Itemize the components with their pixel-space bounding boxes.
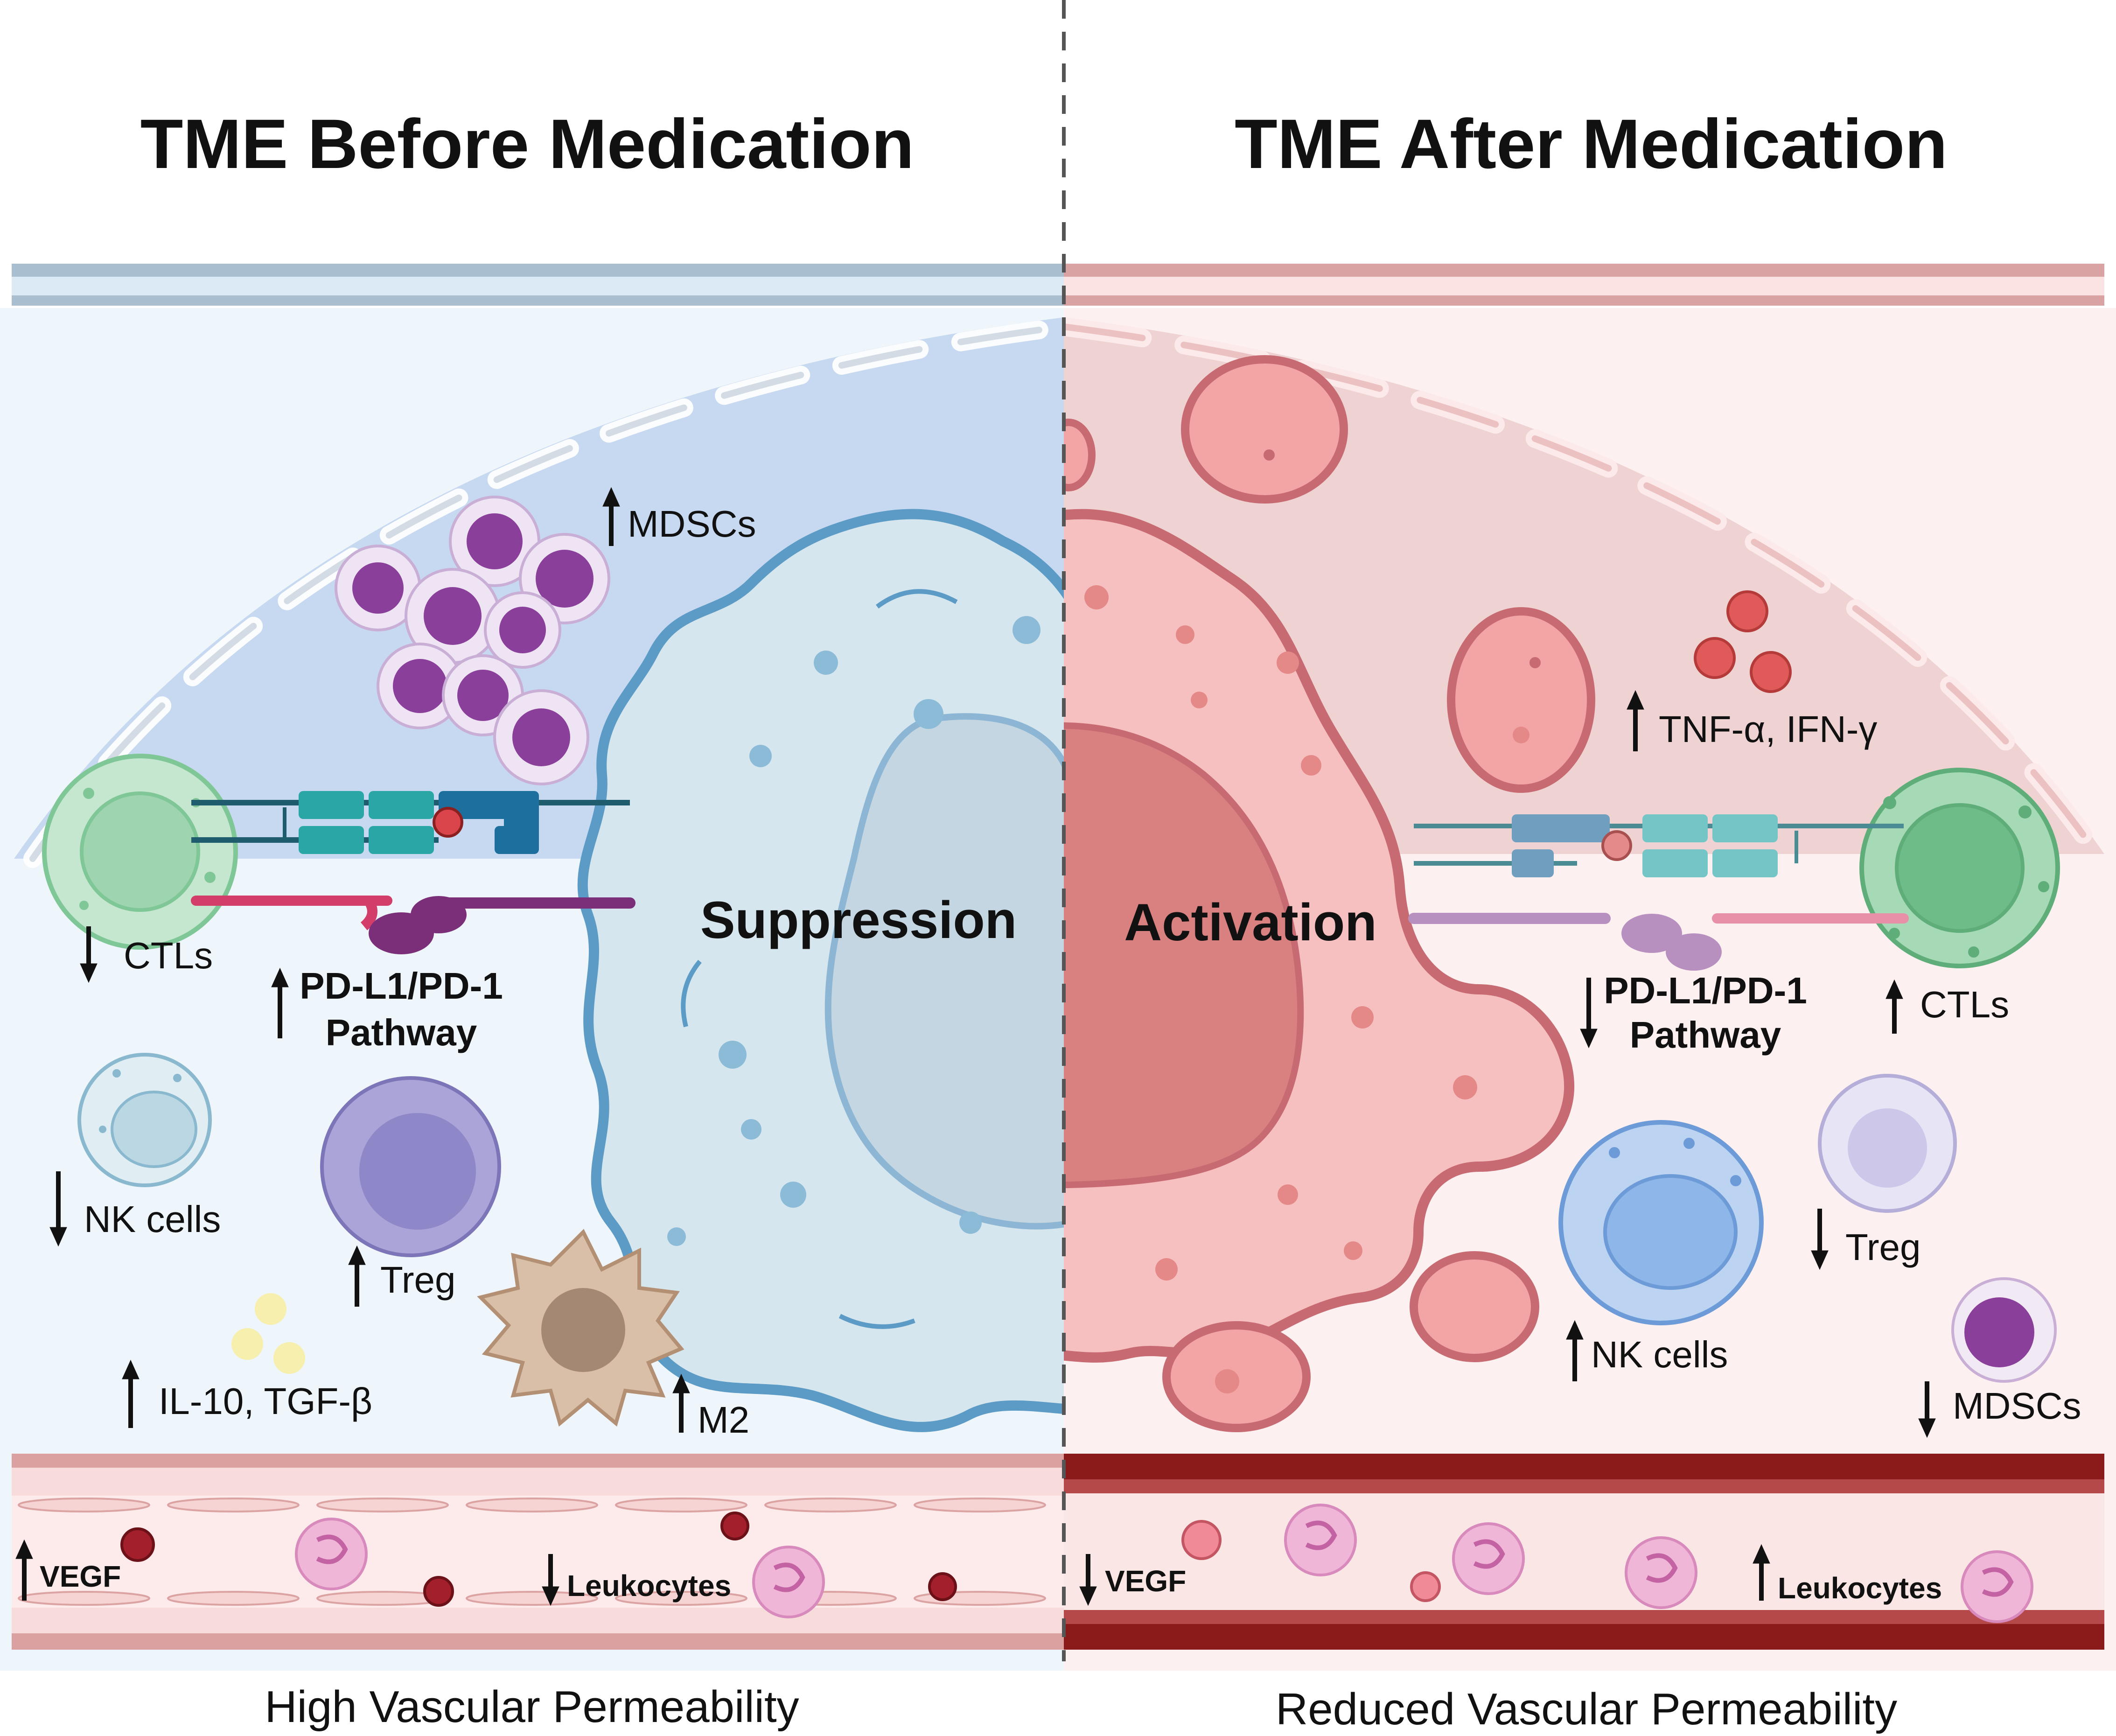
- m2-macrophage: [477, 1229, 684, 1427]
- label-mdscs-left: MDSCs: [628, 503, 756, 545]
- top-membrane: [12, 264, 2104, 306]
- label-treg-left: Treg: [380, 1259, 456, 1301]
- label-nk-left: NK cells: [84, 1198, 221, 1240]
- label-pathway-left-1: PD-L1/PD-1: [300, 965, 503, 1007]
- activation-label: Activation: [1124, 893, 1376, 952]
- inflammatory-cytokines: [1694, 590, 1792, 693]
- mdsc-cell-right: [1951, 1277, 2057, 1383]
- pd1-pdl1-right: [1408, 913, 1909, 971]
- pd1-pdl1-left: [191, 896, 635, 954]
- anti-inflammatory-cytokines: [231, 1293, 305, 1374]
- label-leukocytes-left: Leukocytes: [567, 1569, 731, 1603]
- nk-cell-right: [1558, 1120, 1764, 1325]
- label-vegf-left: VEGF: [40, 1560, 121, 1593]
- label-pathway-left-2: Pathway: [326, 1012, 477, 1053]
- treg-cell-right: [1818, 1074, 1957, 1213]
- title-before: TME Before Medication: [140, 105, 915, 183]
- label-ctls-left: CTLs: [124, 935, 213, 976]
- nk-cell-left: [77, 1053, 212, 1187]
- indicator-arrows: [15, 487, 1936, 1606]
- label-cytokines-left: IL-10, TGF-β: [159, 1380, 372, 1422]
- ctl-cell-left: [42, 754, 238, 950]
- receptor-complex-left: [191, 791, 630, 854]
- tumor-cell-suppressed: [577, 509, 1064, 1432]
- title-after: TME After Medication: [1235, 105, 1948, 183]
- label-permeability-right: Reduced Vascular Permeability: [1276, 1684, 1897, 1734]
- label-nk-right: NK cells: [1591, 1334, 1728, 1375]
- tumor-cell-activated: [1064, 355, 1595, 1432]
- treg-cell-left: [320, 1076, 501, 1257]
- label-cytokines-right: TNF-α, IFN-γ: [1659, 708, 1877, 750]
- blood-vessel-left: [12, 1454, 1064, 1650]
- label-vegf-right: VEGF: [1105, 1564, 1186, 1598]
- label-leukocytes-right: Leukocytes: [1778, 1571, 1942, 1605]
- ctl-cell-right: [1859, 768, 2060, 968]
- blood-vessel-right: [1064, 1454, 2104, 1650]
- label-pathway-right-1: PD-L1/PD-1: [1604, 970, 1807, 1011]
- label-pathway-right-2: Pathway: [1630, 1014, 1781, 1056]
- label-treg-right: Treg: [1845, 1226, 1921, 1268]
- label-mdscs-right: MDSCs: [1953, 1385, 2081, 1427]
- receptor-complex-right: [1414, 814, 1904, 877]
- suppression-label: Suppression: [700, 891, 1017, 949]
- label-ctls-right: CTLs: [1920, 984, 2009, 1025]
- label-m2: M2: [698, 1399, 749, 1441]
- mdsc-cluster: [335, 496, 610, 785]
- label-permeability-left: High Vascular Permeability: [265, 1682, 799, 1732]
